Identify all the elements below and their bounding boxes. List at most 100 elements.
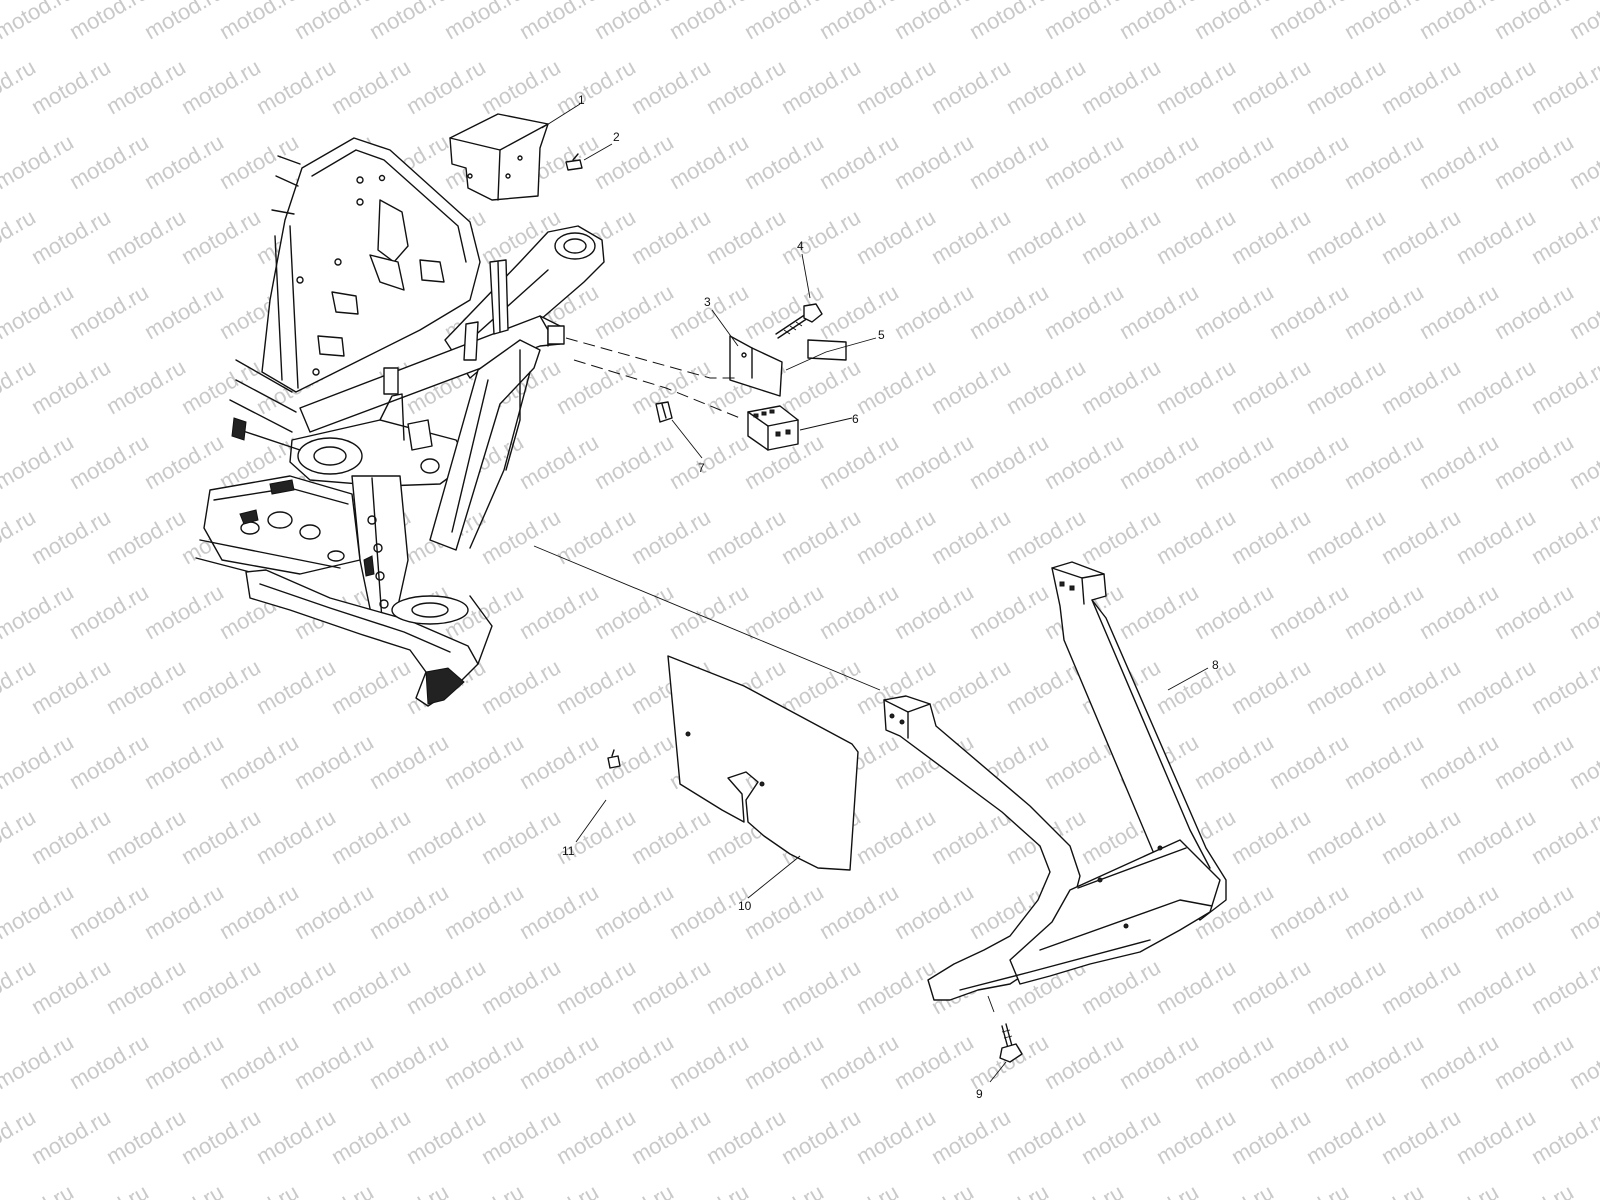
watermark-text: motod.ru bbox=[102, 654, 190, 719]
watermark-text: motod.ru bbox=[327, 54, 415, 119]
part-11-screw bbox=[607, 749, 621, 769]
watermark-text: motod.ru bbox=[665, 429, 753, 494]
watermark-text: motod.ru bbox=[0, 879, 78, 944]
part-5-decal bbox=[807, 339, 847, 361]
watermark-text: motod.ru bbox=[590, 579, 678, 644]
watermark-text: motod.ru bbox=[440, 729, 528, 794]
watermark-text: motod.ru bbox=[1115, 429, 1203, 494]
watermark-text: motod.ru bbox=[140, 279, 228, 344]
watermark-text: motod.ru bbox=[1265, 129, 1353, 194]
watermark-text: motod.ru bbox=[27, 54, 115, 119]
watermark-text: motod.ru bbox=[740, 879, 828, 944]
watermark-text: motod.ru bbox=[890, 1029, 978, 1094]
watermark-text: motod.ru bbox=[1415, 879, 1503, 944]
watermark-text: motod.ru bbox=[1002, 354, 1090, 419]
watermark-text: motod.ru bbox=[702, 504, 790, 569]
watermark-text: motod.ru bbox=[1340, 279, 1428, 344]
watermark-text: motod.ru bbox=[552, 504, 640, 569]
watermark-text: motod.ru bbox=[65, 1029, 153, 1094]
watermark-text: motod.ru bbox=[1152, 504, 1240, 569]
watermark-text: motod.ru bbox=[1377, 954, 1465, 1019]
label-part-2: 2 bbox=[613, 130, 620, 144]
watermark-text: motod.ru bbox=[1265, 279, 1353, 344]
watermark-text: motod.ru bbox=[402, 54, 490, 119]
watermark-text: motod.ru bbox=[402, 954, 490, 1019]
watermark-text: motod.ru bbox=[1152, 354, 1240, 419]
part-8-bumper bbox=[883, 561, 1227, 1001]
assembly-lines bbox=[533, 337, 881, 691]
watermark-text: motod.ru bbox=[290, 1029, 378, 1094]
watermark-text: motod.ru bbox=[1152, 654, 1240, 719]
watermark-text: motod.ru bbox=[215, 729, 303, 794]
watermark-text: motod.ru bbox=[965, 579, 1053, 644]
watermark-text: motod.ru bbox=[515, 879, 603, 944]
watermark-text: motod.ru bbox=[515, 579, 603, 644]
watermark-text: motod.ru bbox=[627, 804, 715, 869]
watermark-text: motod.ru bbox=[627, 54, 715, 119]
watermark-text: motod.ru bbox=[1152, 954, 1240, 1019]
label-part-3: 3 bbox=[704, 295, 711, 309]
watermark-text: motod.ru bbox=[1490, 129, 1578, 194]
watermark-text: motod.ru bbox=[1077, 204, 1165, 269]
watermark-text: motod.ru bbox=[852, 54, 940, 119]
watermark-text: motod.ru bbox=[627, 354, 715, 419]
watermark-text: motod.ru bbox=[215, 1029, 303, 1094]
watermark-text: motod.ru bbox=[1265, 729, 1353, 794]
watermark-text: motod.ru bbox=[1377, 354, 1465, 419]
watermark-text: motod.ru bbox=[515, 1179, 603, 1200]
watermark-text: motod.ru bbox=[1340, 729, 1428, 794]
watermark-text: motod.ru bbox=[1265, 429, 1353, 494]
watermark-text: motod.ru bbox=[590, 1179, 678, 1200]
watermark-text: motod.ru bbox=[890, 879, 978, 944]
watermark-text: motod.ru bbox=[590, 879, 678, 944]
watermark-text: motod.ru bbox=[290, 729, 378, 794]
watermark-text: motod.ru bbox=[890, 579, 978, 644]
label-part-8: 8 bbox=[1212, 658, 1219, 672]
watermark-text: motod.ru bbox=[65, 279, 153, 344]
watermark-text: motod.ru bbox=[252, 1104, 340, 1169]
watermark-text: motod.ru bbox=[777, 1104, 865, 1169]
watermark-text: motod.ru bbox=[1527, 504, 1600, 569]
watermark-text: motod.ru bbox=[1415, 1029, 1503, 1094]
watermark-text: motod.ru bbox=[1377, 654, 1465, 719]
watermark-text: motod.ru bbox=[1152, 54, 1240, 119]
watermark-text: motod.ru bbox=[1190, 1029, 1278, 1094]
watermark-text: motod.ru bbox=[1415, 1179, 1503, 1200]
watermark-text: motod.ru bbox=[1452, 654, 1540, 719]
watermark-text: motod.ru bbox=[890, 129, 978, 194]
watermark-text: motod.ru bbox=[1415, 579, 1503, 644]
part-9-bolt bbox=[999, 1023, 1023, 1063]
watermark-text: motod.ru bbox=[1415, 429, 1503, 494]
watermark-text: motod.ru bbox=[1077, 1104, 1165, 1169]
watermark-text: motod.ru bbox=[1415, 279, 1503, 344]
watermark-text: motod.ru bbox=[177, 54, 265, 119]
watermark-text: motod.ru bbox=[852, 354, 940, 419]
leader-lines bbox=[541, 103, 1209, 1083]
watermark-text: motod.ru bbox=[627, 954, 715, 1019]
watermark-text: motod.ru bbox=[1340, 129, 1428, 194]
watermark-text: motod.ru bbox=[252, 654, 340, 719]
watermark-text: motod.ru bbox=[477, 1104, 565, 1169]
watermark-text: motod.ru bbox=[777, 504, 865, 569]
watermark-text: motod.ru bbox=[665, 579, 753, 644]
watermark-text: motod.ru bbox=[1527, 954, 1600, 1019]
watermark-text: motod.ru bbox=[1190, 129, 1278, 194]
watermark-text: motod.ru bbox=[1115, 1029, 1203, 1094]
watermark-text: motod.ru bbox=[1115, 129, 1203, 194]
watermark-text: motod.ru bbox=[1040, 1029, 1128, 1094]
watermark-text: motod.ru bbox=[1040, 279, 1128, 344]
watermark-text: motod.ru bbox=[215, 1179, 303, 1200]
watermark-text: motod.ru bbox=[590, 129, 678, 194]
watermark-text: motod.ru bbox=[102, 204, 190, 269]
watermark-text: motod.ru bbox=[0, 579, 78, 644]
watermark-text: motod.ru bbox=[590, 1029, 678, 1094]
watermark-text: motod.ru bbox=[1265, 1029, 1353, 1094]
watermark-text: motod.ru bbox=[1190, 279, 1278, 344]
watermark-text: motod.ru bbox=[1340, 579, 1428, 644]
watermark-text: motod.ru bbox=[27, 504, 115, 569]
watermark-text: motod.ru bbox=[327, 954, 415, 1019]
watermark-text: motod.ru bbox=[1377, 204, 1465, 269]
watermark-text: motod.ru bbox=[290, 1179, 378, 1200]
part-6-block bbox=[747, 405, 799, 451]
